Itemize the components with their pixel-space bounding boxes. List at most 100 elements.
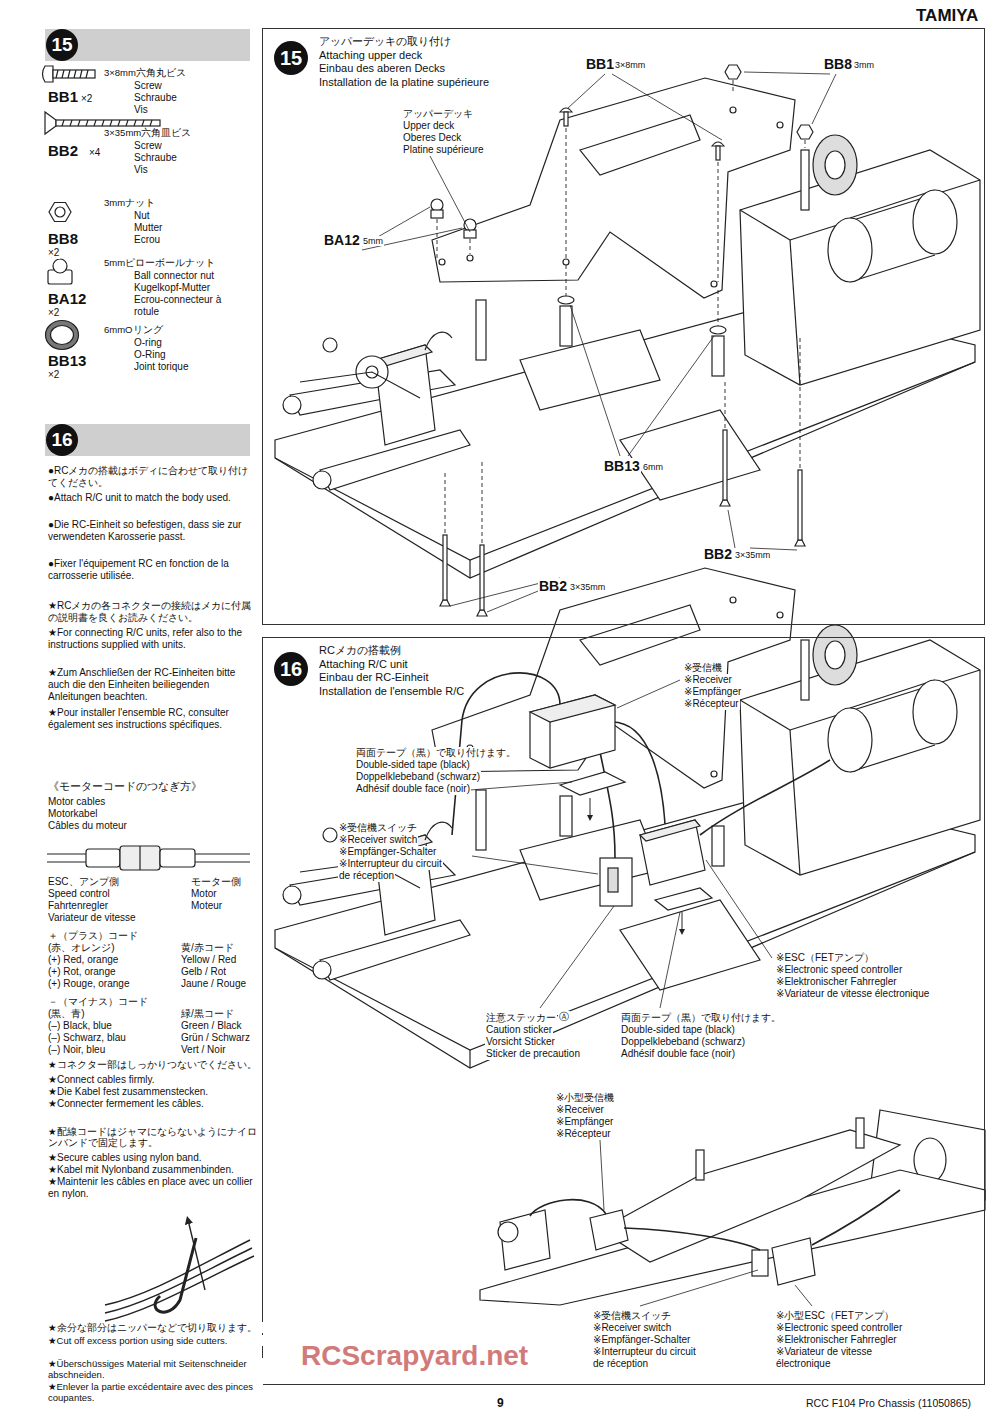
nylon-band-icon xyxy=(105,1220,254,1321)
label-text: ★Secure cables using nylon band. xyxy=(47,1152,203,1164)
step15-illustration xyxy=(570,305,714,456)
step15-illustration xyxy=(430,156,470,232)
label-text: ※ESC（FETアンプ） xyxy=(775,952,875,964)
step16-illustration xyxy=(612,722,665,824)
part-icons xyxy=(45,112,56,134)
label-text: Ball connector nut xyxy=(133,270,215,282)
step15-illustration xyxy=(558,296,574,304)
label-text: ★コネクター部はしっかりつないでください。 xyxy=(47,1060,258,1071)
panel-heading: Installation de la platine supérieure xyxy=(319,76,489,89)
label-text: ×2 xyxy=(47,247,60,259)
step15-illustration xyxy=(566,265,718,326)
step16-illustration xyxy=(590,798,591,818)
label-text: O-ring xyxy=(133,337,163,349)
step16-illustration xyxy=(640,820,705,885)
step16-illustration xyxy=(452,673,830,858)
step16-inset xyxy=(600,1140,812,1306)
part-icons xyxy=(56,70,88,78)
label-text: Motorkabel xyxy=(47,808,98,820)
step15-illustration xyxy=(445,335,800,543)
label-text: Double-sided tape (black) xyxy=(355,759,471,771)
label-text: ※Empfänger-Schalter xyxy=(592,1334,691,1346)
step-band xyxy=(45,424,250,456)
note-text: ★配線コードはジャマにならないようにナイロンバンドで固定します。 xyxy=(47,1126,261,1149)
step16-inset xyxy=(696,1150,704,1180)
note-text: ★Maintenir les câbles en place avec un c… xyxy=(47,1176,261,1200)
label-text: (+) Red, orange xyxy=(47,954,119,966)
step-number: 16 xyxy=(46,424,78,456)
step15-illustration xyxy=(480,545,484,610)
step15-illustration xyxy=(797,125,813,139)
nylon-band-icon xyxy=(155,1238,196,1312)
label-text: 両面テープ（黒）で取り付けます。 xyxy=(620,1012,782,1024)
step16-inset xyxy=(600,1130,900,1262)
panel-heading: RCメカの搭載例 xyxy=(319,644,401,657)
label-text: ※Interrupteur du circuit xyxy=(338,858,443,870)
label-text: Kugelkopf-Mutter xyxy=(133,282,211,294)
label-text: アッパーデッキ xyxy=(402,108,474,120)
label-text: de réception xyxy=(338,870,395,882)
label-text: 6mm xyxy=(642,462,664,472)
step16-illustration xyxy=(470,782,572,790)
step16-illustration xyxy=(706,860,772,958)
label-text: Schraube xyxy=(133,92,178,104)
nylon-band-icon xyxy=(105,1240,250,1305)
note-text: ●Fixer l'équipement RC en fonction de la… xyxy=(47,558,259,582)
label-text: 注意ステッカー xyxy=(485,1012,557,1024)
label-text: 3×8mm xyxy=(614,60,646,70)
label-text: ★Die Kabel fest zusammenstecken. xyxy=(47,1086,209,1098)
label-text: (+) Rot, orange xyxy=(47,966,117,978)
step16-inset xyxy=(480,1110,985,1306)
label-text: Motor xyxy=(190,888,218,900)
step-number: 15 xyxy=(274,41,308,75)
part-icons xyxy=(55,207,65,217)
note-text: ★RCメカの各コネクターの接続はメカに付属の説明書を良くお読みください。 xyxy=(47,600,259,624)
part-icons xyxy=(53,259,67,273)
label-text: (–) Schwarz, blau xyxy=(47,1032,127,1044)
label-text: Nut xyxy=(133,210,151,222)
part-code: BA12 xyxy=(323,232,361,248)
label-text: ※Electronic speed controller xyxy=(775,1322,903,1334)
panel-heading: Einbau des aberen Decks xyxy=(319,62,445,75)
label-text: (–) Black, blue xyxy=(47,1020,113,1032)
label-text: rotule xyxy=(133,306,160,318)
step15-illustration xyxy=(564,112,568,126)
step15-illustration xyxy=(720,500,730,506)
panel-heading: Installation de l'ensemble R/C xyxy=(319,685,464,698)
motor-cable-icon xyxy=(139,846,140,870)
label-text: ※Récepteur xyxy=(555,1128,612,1140)
part-icons xyxy=(49,203,71,222)
label-text: ×2 xyxy=(80,93,93,105)
step16-illustration xyxy=(530,695,615,722)
label-text: Vis xyxy=(133,104,149,116)
step15-illustration xyxy=(798,470,802,540)
label-text: ※小型ESC（FETアンプ） xyxy=(775,1310,895,1322)
label-text: 《モーターコードのつなぎ方》 xyxy=(47,780,203,792)
label-text: 3×35mm xyxy=(569,582,606,592)
step16-illustration xyxy=(530,695,712,910)
note-text: ★Überschüssiges Material mit Seitenschne… xyxy=(47,1358,263,1381)
label-text: Grün / Schwarz xyxy=(180,1032,251,1044)
label-text: Ⓐ xyxy=(558,1011,570,1023)
step15-illustration xyxy=(725,65,741,79)
part-code: BA12 xyxy=(47,290,87,307)
label-text: 5mm xyxy=(362,236,384,246)
label-text: －（マイナス）コード xyxy=(47,996,149,1008)
step16-illustration xyxy=(472,856,598,874)
label-text: Double-sided tape (black) xyxy=(620,1024,736,1036)
label-text: ★Connecter fermement les câbles. xyxy=(47,1098,205,1110)
label-text: Ecrou-connecteur à xyxy=(133,294,222,306)
step15-illustration xyxy=(362,72,836,612)
part-code: BB13 xyxy=(603,458,641,474)
label-text: ※Elektronischer Fahrregler xyxy=(775,976,898,988)
label-text: ※Elektronischer Fahrregler xyxy=(775,1334,898,1346)
motor-cable-icon xyxy=(47,846,250,870)
panel-heading: Einbau der RC-Einheit xyxy=(319,671,428,684)
step16-inset xyxy=(590,1210,628,1250)
label-text: Fahrtenregler xyxy=(47,900,109,912)
step15-illustration xyxy=(744,72,836,124)
label-text: 両面テープ（黒）で取り付けます。 xyxy=(355,747,517,759)
label-text: ※Empfänger-Schalter xyxy=(338,846,437,858)
label-text: Schraube xyxy=(133,152,178,164)
